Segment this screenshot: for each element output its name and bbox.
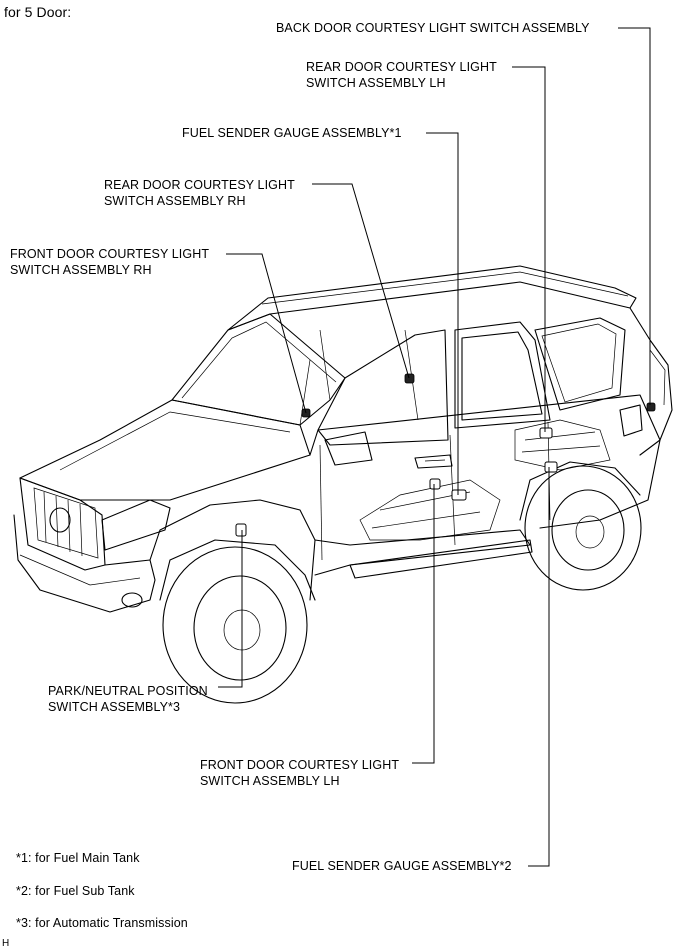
rear-door-switch-rh-marker	[404, 373, 415, 384]
label-fuel-sender-gauge-1: FUEL SENDER GAUGE ASSEMBLY*1	[182, 126, 402, 140]
vehicle-body	[13, 265, 673, 704]
page-header: for 5 Door:	[4, 4, 72, 20]
fuel-sender-1-marker	[451, 489, 467, 501]
component-markers	[235, 373, 656, 537]
label-fuel-sender-gauge-2: FUEL SENDER GAUGE ASSEMBLY*2	[292, 859, 512, 873]
footnote-2: *2: for Fuel Sub Tank	[16, 884, 135, 898]
figure-id: H	[2, 938, 10, 949]
label-rear-door-courtesy-light-switch-rh: REAR DOOR COURTESY LIGHT SWITCH ASSEMBLY…	[104, 178, 295, 208]
back-door-switch-marker	[646, 402, 656, 412]
label-rear-door-courtesy-light-switch-lh: REAR DOOR COURTESY LIGHT SWITCH ASSEMBLY…	[306, 60, 497, 90]
rear-door-switch-lh-marker	[539, 427, 553, 439]
fuel-sender-2-marker	[544, 461, 558, 473]
leader-lines	[218, 27, 651, 867]
footnote-1: *1: for Fuel Main Tank	[16, 851, 140, 865]
footnote-3: *3: for Automatic Transmission	[16, 916, 188, 930]
park-neutral-switch-marker	[235, 523, 247, 537]
label-front-door-courtesy-light-switch-lh: FRONT DOOR COURTESY LIGHT SWITCH ASSEMBL…	[200, 758, 400, 788]
front-door-switch-lh-marker	[429, 478, 441, 490]
label-park-neutral-position-switch: PARK/NEUTRAL POSITION SWITCH ASSEMBLY*3	[48, 684, 208, 714]
label-back-door-courtesy-light-switch: BACK DOOR COURTESY LIGHT SWITCH ASSEMBLY	[276, 21, 590, 35]
label-front-door-courtesy-light-switch-rh: FRONT DOOR COURTESY LIGHT SWITCH ASSEMBL…	[10, 247, 210, 277]
